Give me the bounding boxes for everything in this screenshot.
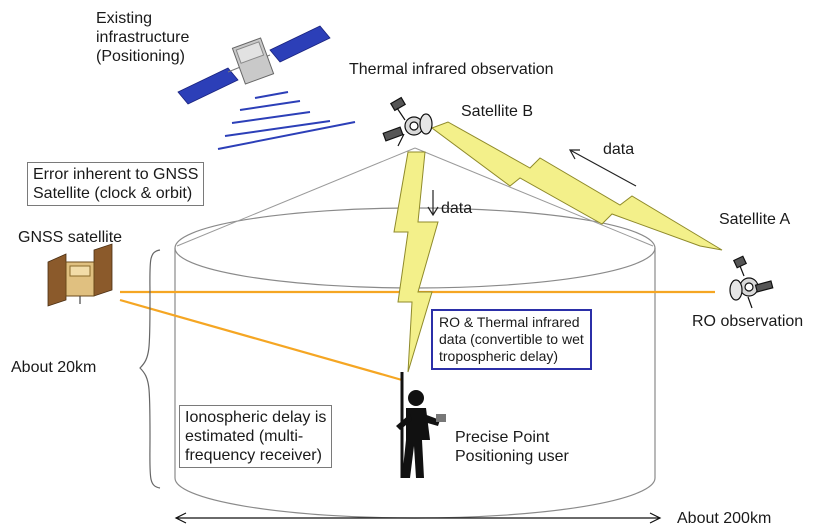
data-label-down: data xyxy=(441,200,473,217)
observation-cone xyxy=(176,147,654,247)
ro-thermal-line-1: RO & Thermal infrared xyxy=(439,314,580,330)
about-200km-label: About 200km xyxy=(677,510,772,527)
ppp-user-line-1: Precise Point xyxy=(455,429,550,446)
ionospheric-line-3: frequency receiver) xyxy=(185,447,322,464)
ppp-user-label: Precise Point Positioning user xyxy=(455,428,569,466)
gnss-error-line-2: Satellite (clock & orbit) xyxy=(33,185,193,202)
gnss-satellite-label: GNSS satellite xyxy=(18,229,123,246)
ppp-user-line-2: Positioning user xyxy=(455,448,569,465)
satellite-a-label: Satellite A xyxy=(719,211,791,228)
satellite-icon xyxy=(382,96,433,147)
satellite-b-label: Satellite B xyxy=(461,103,534,120)
gnss-error-box: Error inherent to GNSS Satellite (clock … xyxy=(27,162,205,206)
infrastructure-signal-strokes xyxy=(217,91,356,150)
height-brace xyxy=(139,249,161,489)
existing-infrastructure-label: Existing infrastructure (Positioning) xyxy=(96,9,189,66)
satellite-icon xyxy=(729,255,774,309)
existing-infrastructure-line-2: infrastructure xyxy=(96,29,190,46)
gnss-satellite-icon xyxy=(47,243,113,307)
satellite-icon xyxy=(177,25,331,105)
ionospheric-line-1: Ionospheric delay is xyxy=(185,409,327,426)
lightning-data-link-icon xyxy=(393,151,439,373)
person-with-antenna-icon xyxy=(396,372,446,478)
width-arrow xyxy=(174,512,662,524)
ro-thermal-data-box: RO & Thermal infrared data (convertible … xyxy=(431,309,592,370)
data-label-top: data xyxy=(603,141,635,158)
existing-infrastructure-line-3: (Positioning) xyxy=(96,48,185,65)
ionospheric-delay-box: Ionospheric delay is estimated (multi- f… xyxy=(179,405,333,468)
ionospheric-line-2: estimated (multi- xyxy=(185,428,304,445)
data-arrow-diagonal xyxy=(568,149,637,187)
thermal-infrared-label: Thermal infrared observation xyxy=(349,61,554,78)
data-arrow-down xyxy=(427,190,439,217)
lightning-data-link-icon xyxy=(430,121,723,251)
ro-thermal-line-2: data (convertible to wet xyxy=(439,331,584,347)
about-20km-label: About 20km xyxy=(11,359,97,376)
ro-thermal-line-3: tropospheric delay) xyxy=(439,348,559,364)
gnss-error-line-1: Error inherent to GNSS xyxy=(33,166,199,183)
existing-infrastructure-line-1: Existing xyxy=(96,10,153,27)
ro-observation-label: RO observation xyxy=(692,313,804,330)
